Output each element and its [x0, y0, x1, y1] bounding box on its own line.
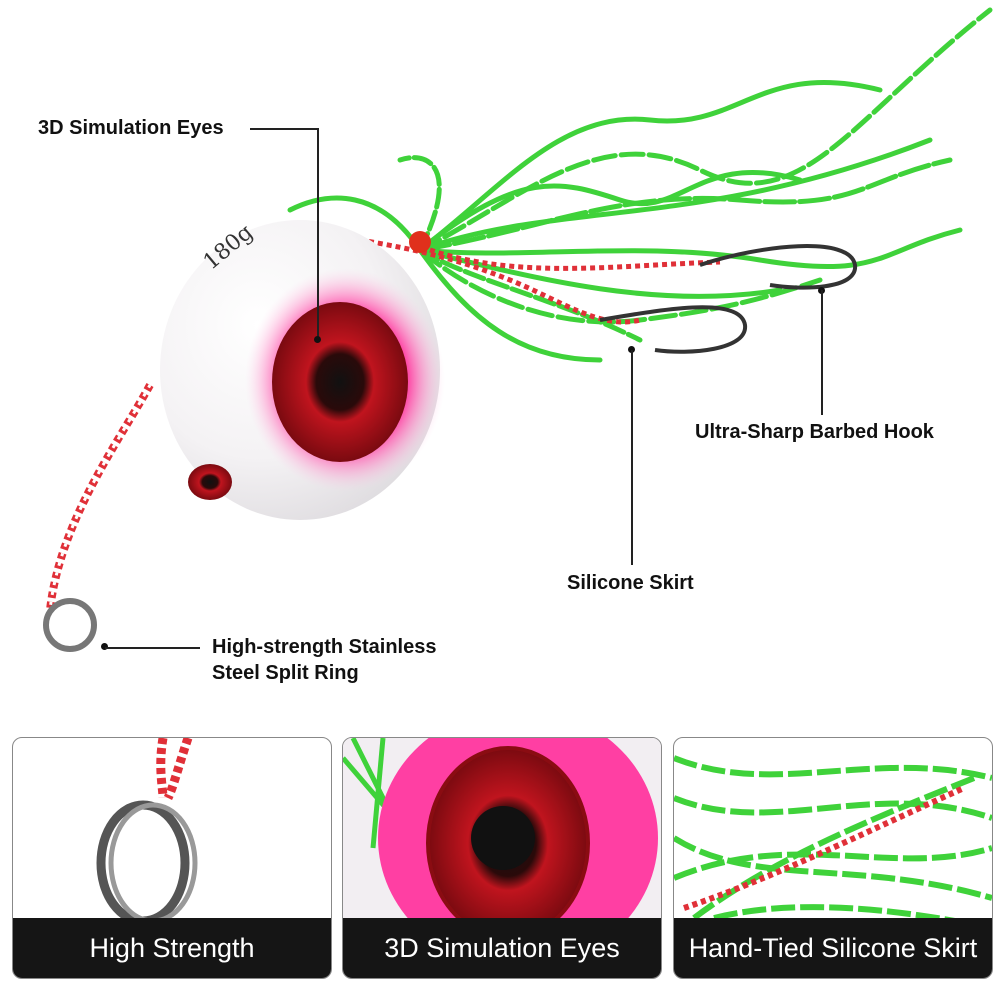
callout-line	[250, 128, 318, 130]
callout-eyes-label: 3D Simulation Eyes	[38, 117, 224, 139]
callout-ring-line1: High-strength Stainless	[212, 636, 437, 658]
callout-skirt-label: Silicone Skirt	[567, 572, 694, 594]
callout-ring-label: High-strength Stainless Steel Split Ring	[212, 634, 436, 686]
callout-line	[317, 128, 319, 340]
lure-illustration: 180g	[43, 7, 993, 652]
feature-panel-skirt: Hand-Tied Silicone Skirt	[673, 737, 993, 979]
panel-caption: 3D Simulation Eyes	[343, 918, 661, 978]
callout-ring-line2: Steel Split Ring	[212, 662, 359, 684]
hook	[699, 244, 857, 290]
callout-dot	[628, 346, 635, 353]
bead	[409, 231, 431, 253]
hook	[599, 305, 747, 354]
feature-panel-eyes: 3D Simulation Eyes	[342, 737, 662, 979]
panel-caption: Hand-Tied Silicone Skirt	[674, 918, 992, 978]
split-ring	[43, 598, 97, 652]
feature-panel-strength: High Strength	[12, 737, 332, 979]
callout-line	[821, 290, 823, 415]
panel-caption: High Strength	[13, 918, 331, 978]
callout-dot	[101, 643, 108, 650]
eye	[272, 302, 408, 462]
callout-hook-label: Ultra-Sharp Barbed Hook	[695, 421, 934, 443]
callout-dot	[314, 336, 321, 343]
callout-line	[105, 647, 200, 649]
callout-line	[631, 350, 633, 565]
